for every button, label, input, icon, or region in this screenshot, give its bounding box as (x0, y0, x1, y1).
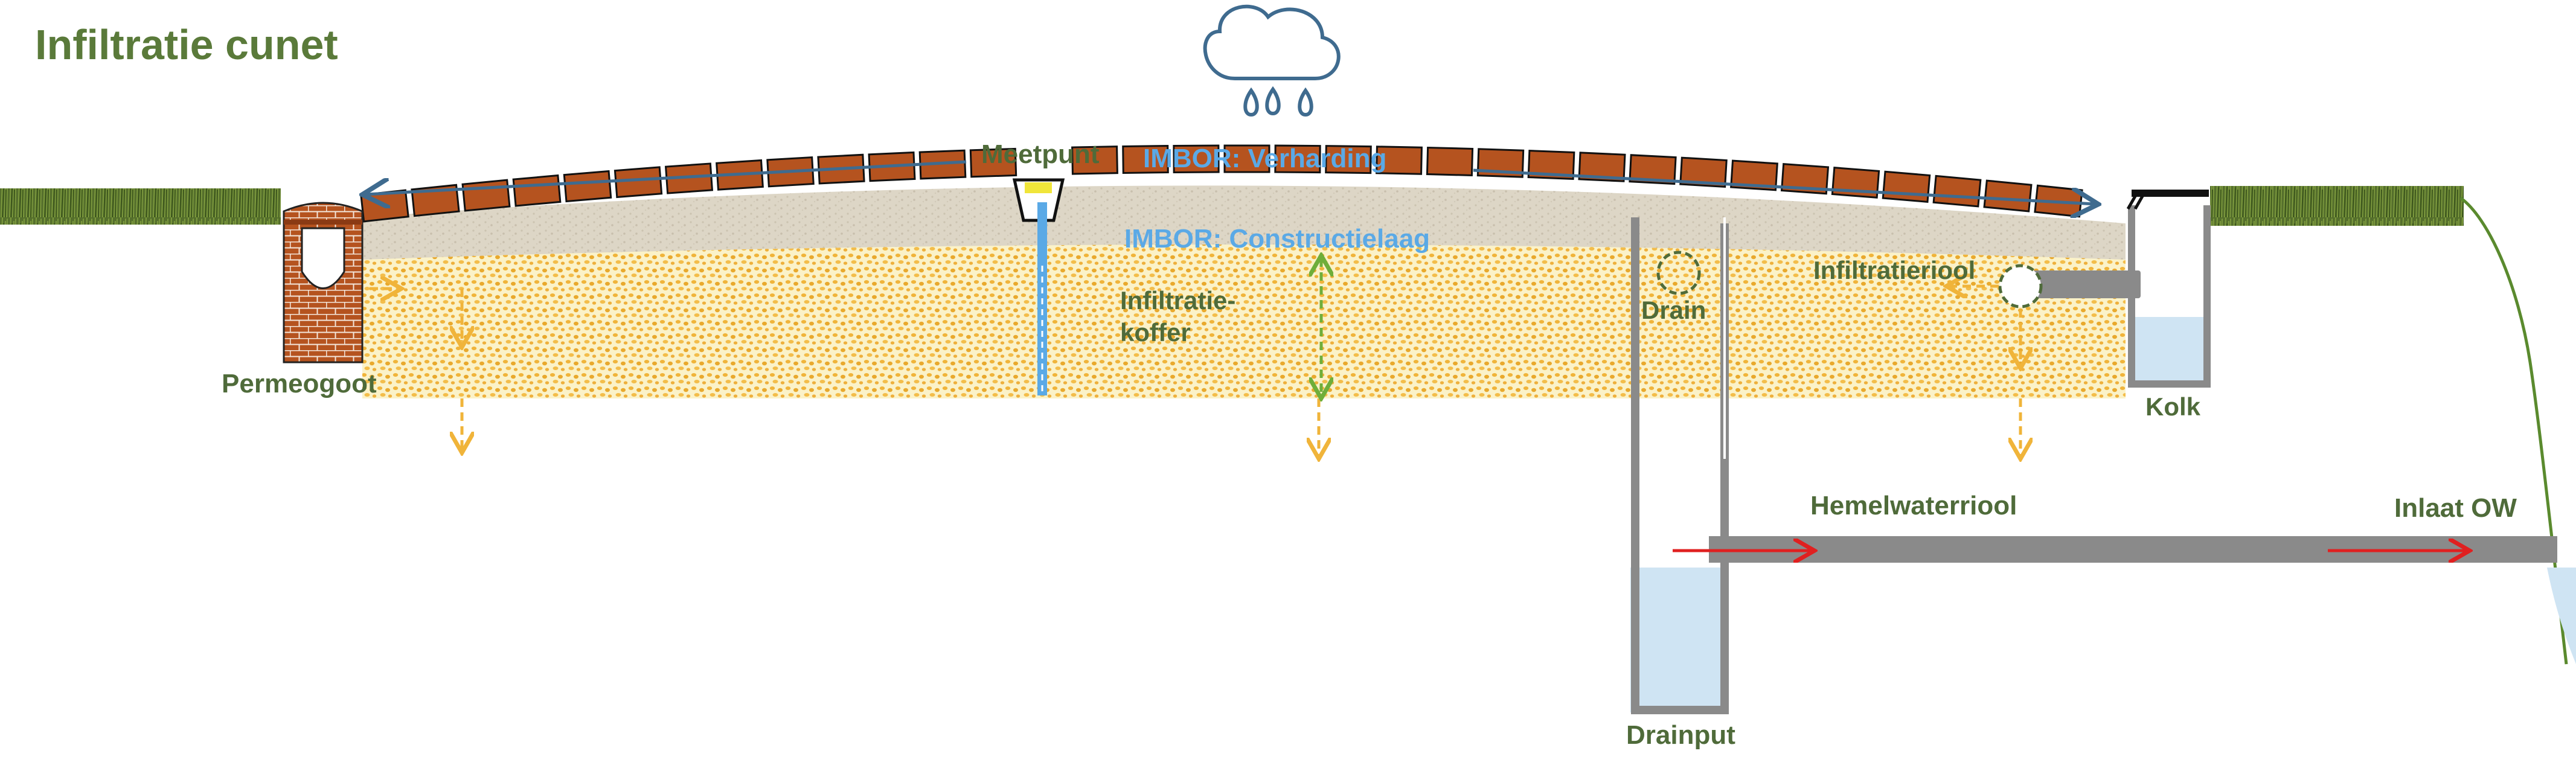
label-infiltratiekoffer-1: Infiltratie- (1120, 286, 1235, 315)
paving-brick (461, 179, 511, 212)
paving-brick (1122, 145, 1169, 174)
paving-brick (1983, 179, 2033, 213)
label-kolk: Kolk (2145, 392, 2201, 421)
infiltration-sewer-pipe (2029, 270, 2141, 298)
paving-brick (1730, 159, 1778, 191)
label-inlaat-ow: Inlaat OW (2394, 493, 2517, 523)
label-imbor-verharding: IMBOR: Verharding (1143, 144, 1386, 173)
surface-water (2547, 568, 2576, 664)
label-infiltratiekoffer-2: koffer (1120, 318, 1191, 347)
infiltration-crate (362, 235, 2126, 398)
construction-layer (362, 185, 2126, 260)
paving-brick (1426, 146, 1474, 176)
paving-brick (969, 147, 1017, 178)
drain-shaft (1630, 217, 1729, 714)
paving-brick (1629, 154, 1677, 185)
paving-brick (1325, 145, 1372, 174)
label-infiltratieriool: Infiltratieriool (1813, 256, 1975, 284)
runoff-arrow-right-icon (1473, 168, 2095, 204)
paving-brick (1932, 174, 1982, 208)
infiltration-sewer-icon (1998, 264, 2043, 309)
measurement-point (1012, 178, 1065, 395)
diagram-title: Infiltratie cunet (35, 21, 338, 68)
paving-brick (614, 166, 663, 199)
drain-pipe-icon (1656, 251, 1701, 295)
paving-brick (1173, 144, 1220, 173)
label-drain: Drain (1641, 296, 1706, 324)
paving-brick (1071, 146, 1118, 175)
label-meetpunt: Meetpunt (981, 139, 1100, 169)
label-hemelwaterriool: Hemelwaterriool (1810, 491, 2017, 520)
grass-right-icon (2210, 186, 2464, 226)
ditch-bank (2459, 196, 2568, 665)
infiltration-arrows (370, 286, 2020, 456)
rain-cloud-icon (1203, 4, 1341, 117)
paving-brick (512, 174, 562, 207)
paving-brick (1376, 146, 1423, 175)
grass-left-icon (0, 188, 281, 225)
paving-brick (1223, 144, 1270, 173)
permeogoot (283, 202, 364, 363)
paving-brick (1274, 144, 1321, 174)
label-drainput: Drainput (1626, 720, 1735, 750)
paving-brick (1578, 152, 1626, 182)
paving-brick (1679, 156, 1728, 188)
paving-brick (563, 170, 612, 203)
label-permeogoot: Permeogoot (222, 369, 377, 398)
label-imbor-constructielaag: IMBOR: Constructielaag (1124, 224, 1430, 254)
paving-brick (1527, 149, 1575, 180)
runoff-arrow-left-icon (365, 160, 967, 194)
paving-brick (1882, 170, 1931, 203)
